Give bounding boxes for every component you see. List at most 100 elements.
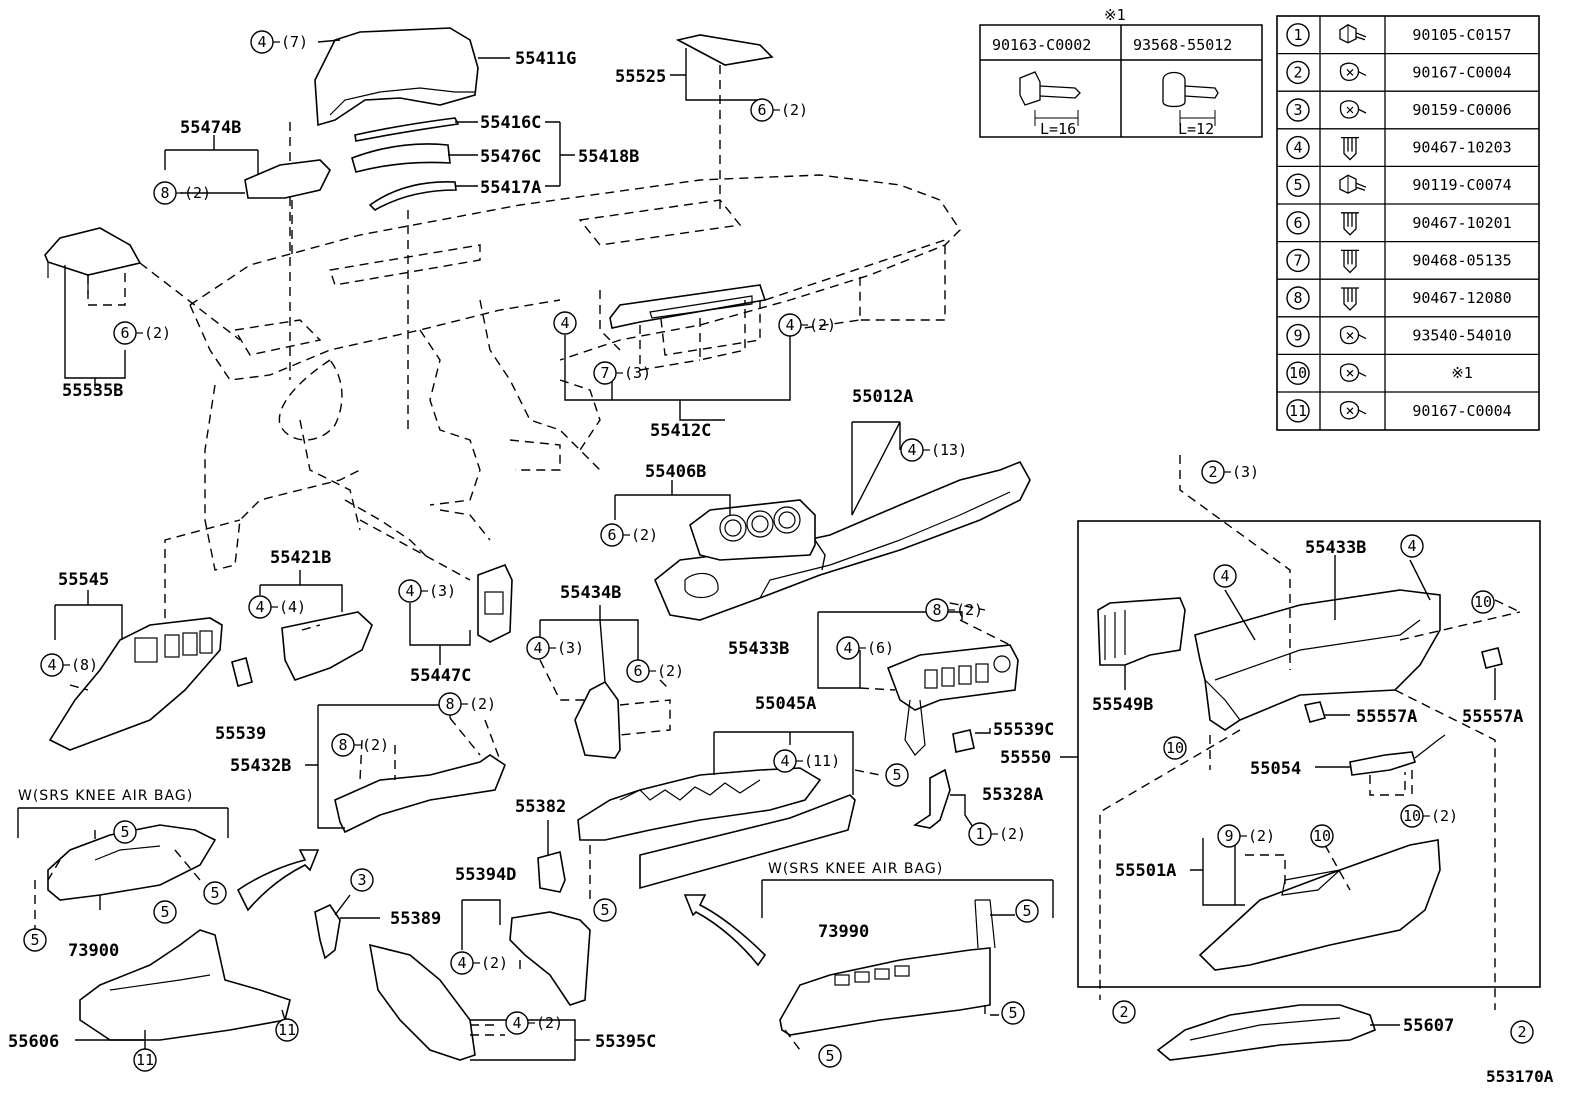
label-55549b: 55549B	[1092, 695, 1153, 715]
fastener-index: 7	[1293, 251, 1302, 269]
fastener-part-number: 90468-05135	[1412, 251, 1511, 269]
part-55421b	[259, 570, 373, 681]
callout-circle	[1213, 564, 1237, 588]
fastener-index-circle	[1286, 286, 1310, 310]
callout-circle	[1471, 590, 1495, 614]
callout-quantity: (2)	[184, 184, 211, 202]
part-55525	[670, 34, 774, 210]
note-table-len2: L=12	[1178, 120, 1214, 138]
part-55606	[75, 929, 291, 1050]
label-55395c: 55395C	[595, 1032, 656, 1052]
callout-number: 4	[907, 441, 916, 459]
note-table-mark: ※1	[1104, 6, 1126, 24]
note-knee-airbag-right: W(SRS KNEE AIR BAG)	[768, 861, 943, 877]
part-55607	[1156, 1004, 1400, 1061]
callout-quantity: (13)	[931, 441, 967, 459]
callout-quantity: (2)	[1248, 827, 1275, 845]
fastener-table	[1276, 15, 1540, 431]
callout-number: 5	[160, 903, 169, 921]
fastener-index-circle	[1286, 399, 1310, 423]
callout-c32: 5	[1015, 899, 1039, 923]
callout-c19: 4(11)	[773, 749, 840, 773]
callout-number: 8	[445, 695, 454, 713]
fastener-part-number: 90159-C0006	[1412, 101, 1511, 119]
callout-circle	[1400, 534, 1424, 558]
clip-icon	[1340, 249, 1360, 274]
callout-quantity: (3)	[557, 639, 584, 657]
callout-c20: 5	[885, 763, 909, 787]
callout-c33: 5	[1001, 1001, 1025, 1025]
diagram-id: 553170A	[1486, 1067, 1554, 1086]
label-55557a-b: 55557A	[1462, 707, 1523, 727]
callout-number: 5	[30, 931, 39, 949]
callout-c9: 6(2)	[600, 523, 658, 547]
callout-quantity: (2)	[809, 316, 836, 334]
part-55447c	[359, 519, 513, 665]
part-55328a	[912, 768, 976, 831]
callout-number: 4	[1407, 537, 1416, 555]
label-55434b: 55434B	[560, 583, 621, 603]
part-55411g	[314, 27, 510, 127]
label-55406b: 55406B	[645, 462, 706, 482]
callout-c11: 4(4)	[248, 595, 306, 619]
clip-icon	[1340, 287, 1360, 311]
callout-c34: 5	[818, 1044, 842, 1068]
fastener-index: 5	[1293, 176, 1302, 194]
fastener-index-circle	[1286, 211, 1310, 235]
callout-circle	[885, 763, 909, 787]
screw-icon	[1339, 400, 1367, 420]
callout-circle	[1310, 824, 1334, 848]
label-55501a: 55501A	[1115, 861, 1176, 881]
fastener-part-number: 90467-12080	[1412, 289, 1511, 307]
callout-number: 4	[255, 598, 264, 616]
callout-markers: 4(7)8(2)6(2)6(2)47(3)4(2)4(13)6(2)4(8)4(…	[23, 30, 1534, 1072]
callout-c35: 2(3)	[1201, 460, 1259, 484]
callout-number: 2	[1517, 1023, 1526, 1041]
callout-number: 5	[600, 901, 609, 919]
callout-number: 5	[120, 823, 129, 841]
callout-c27: 5	[203, 881, 227, 905]
label-55417a: 55417A	[480, 178, 541, 198]
callout-quantity: (8)	[71, 656, 98, 674]
callout-number: 6	[120, 324, 129, 342]
fastener-part-number: 90119-C0074	[1412, 176, 1511, 194]
callout-number: 6	[607, 526, 616, 544]
label-55328a: 55328A	[982, 785, 1043, 805]
part-55045a	[577, 731, 881, 900]
label-55557a-a: 55557A	[1356, 707, 1417, 727]
part-55416c	[354, 117, 478, 142]
callout-c42: 10	[1310, 824, 1334, 848]
fastener-part-number: 90167-C0004	[1412, 63, 1511, 81]
fastener-index: 9	[1293, 327, 1302, 345]
fastener-index: 3	[1293, 101, 1302, 119]
callout-quantity: (3)	[1232, 463, 1259, 481]
callout-number: 5	[210, 884, 219, 902]
note-table-col1: 90163-C0002	[992, 36, 1091, 54]
callout-number: 8	[160, 184, 169, 202]
callout-quantity: (3)	[429, 582, 456, 600]
callout-c15: 8(2)	[925, 598, 983, 622]
callout-c2: 8 (2)	[153, 181, 211, 205]
callout-c6: 7(3)	[593, 361, 651, 385]
callout-quantity: (2)	[781, 101, 808, 119]
callout-circle	[350, 868, 374, 892]
label-55539c: 55539C	[993, 720, 1054, 740]
fastener-part-number: 90467-10203	[1412, 139, 1511, 157]
knee-airbag-left-group	[17, 807, 320, 930]
callout-number: 4	[780, 752, 789, 770]
callout-quantity: (3)	[624, 364, 651, 382]
callout-c38: 10	[1471, 590, 1495, 614]
part-55474b	[164, 135, 331, 199]
callout-circle	[818, 1044, 842, 1068]
label-55535b: 55535B	[62, 381, 123, 401]
callout-number: 10	[1313, 827, 1331, 845]
callout-circle	[23, 928, 47, 952]
callout-number: 8	[338, 736, 347, 754]
callout-number: 6	[633, 662, 642, 680]
